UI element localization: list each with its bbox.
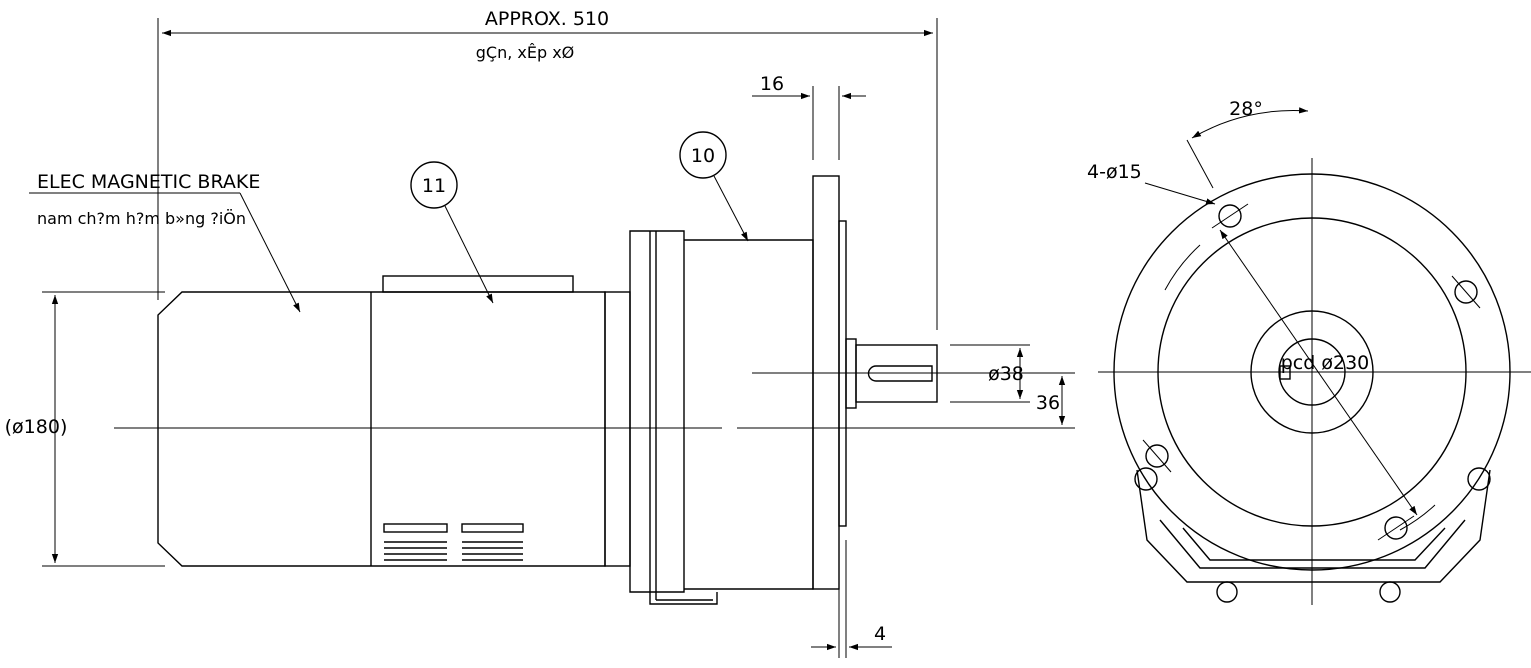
overall-length-subtext: gÇn, xÊp xØ	[476, 43, 575, 62]
gear-flange-ring	[629, 230, 685, 593]
bolt-holes	[1142, 203, 1481, 541]
shaft-keyway	[867, 365, 933, 382]
spigot-depth-text: 4	[874, 623, 886, 645]
hole-angle-text: 28°	[1229, 98, 1263, 120]
callouts: ELEC MAGNETIC BRAKE nam ch?m h?m b»ng ?i…	[29, 131, 749, 313]
balloon-11	[410, 161, 458, 209]
shaft-offset-text: 36	[1036, 392, 1060, 414]
balloon-10-leader	[713, 175, 749, 242]
lower-casing	[1136, 469, 1491, 583]
bolt-holes-text: 4-ø15	[1087, 161, 1142, 183]
cooling-vents	[383, 523, 524, 561]
body-diameter-text: (ø180)	[5, 416, 68, 438]
brake-leader	[239, 192, 301, 313]
brake-housing	[157, 291, 606, 567]
side-view	[114, 175, 1075, 605]
pcd-dim-line	[1219, 229, 1418, 516]
brake-label: ELEC MAGNETIC BRAKE	[37, 171, 260, 193]
gearbox-body	[684, 239, 814, 590]
flange-thickness-text: 16	[760, 73, 784, 95]
angle-arc	[1191, 107, 1309, 139]
brake-sublabel: nam ch?m h?m b»ng ?iÖn	[37, 209, 246, 228]
end-view: pcd ø230 4-ø15 28°	[1087, 98, 1531, 605]
balloon-11-leader	[444, 205, 494, 304]
terminal-box	[382, 275, 574, 293]
mounting-flange	[812, 175, 840, 590]
dimensions: APPROX. 510 gÇn, xÊp xØ 16 4 ø38 36 (ø18…	[5, 8, 1066, 658]
balloon-11-text: 11	[422, 175, 446, 197]
balloon-10	[679, 131, 727, 179]
end-ring	[604, 291, 631, 567]
balloon-10-text: 10	[691, 145, 715, 167]
pcd-text: pcd ø230	[1281, 352, 1370, 374]
shaft-diameter-text: ø38	[988, 363, 1024, 385]
overall-length-text: APPROX. 510	[485, 8, 609, 30]
